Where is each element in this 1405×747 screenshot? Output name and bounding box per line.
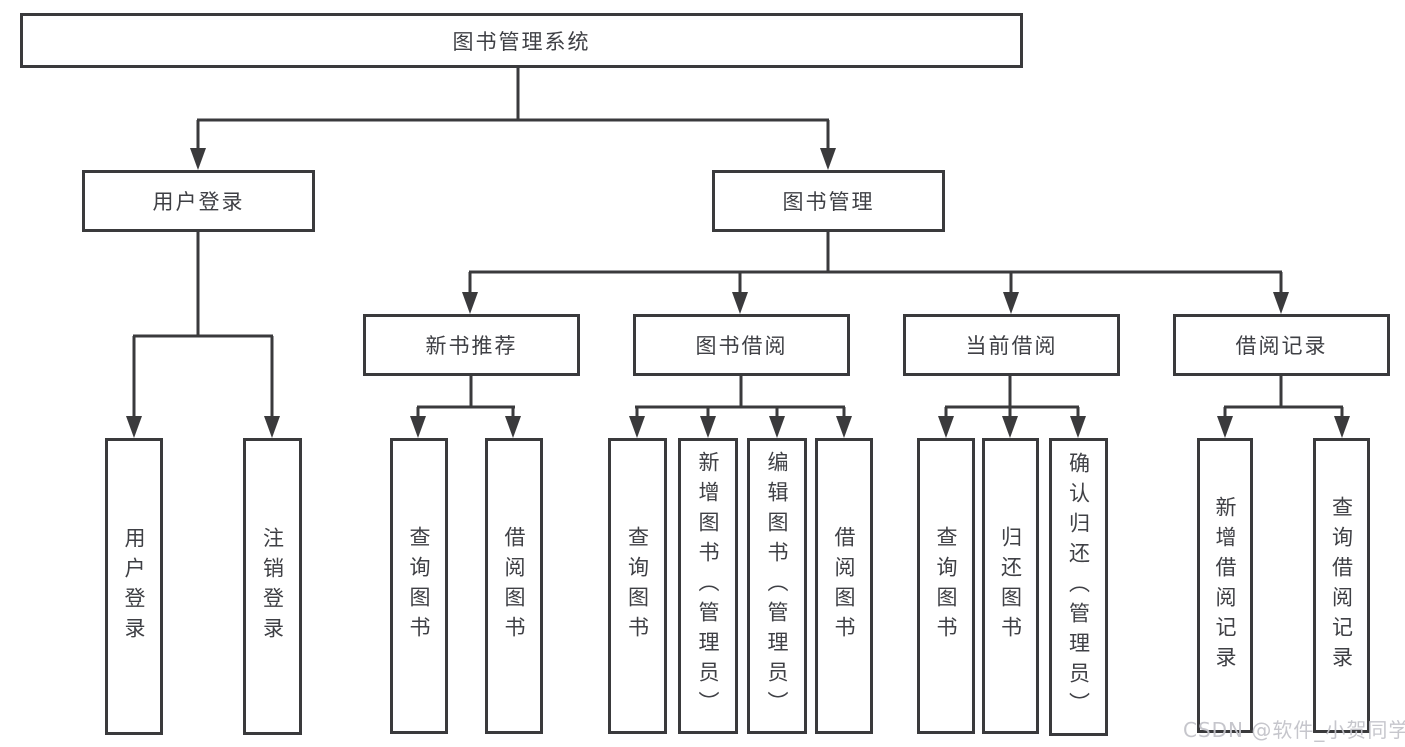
leaf-cb-return-book: 归还图书 (982, 438, 1039, 734)
leaf-cb-query-book: 查询图书 (917, 438, 975, 734)
node-user-login: 用户登录 (82, 170, 315, 232)
node-book-management-label: 图书管理 (782, 190, 875, 214)
leaf-bb-add-book: 新增图书（管理员） (678, 438, 738, 734)
node-root: 图书管理系统 (20, 13, 1023, 68)
leaf-logout: 注销登录 (243, 438, 302, 735)
leaf-cb-confirm-return: 确认归还（管理员） (1049, 438, 1108, 736)
leaf-br-query-record-label: 查询借阅记录 (1329, 495, 1354, 676)
leaf-user-login: 用户登录 (105, 438, 163, 735)
node-current-borrowing-label: 当前借阅 (965, 334, 1058, 358)
node-borrowing-records: 借阅记录 (1173, 314, 1390, 376)
node-book-management: 图书管理 (712, 170, 945, 232)
leaf-cb-confirm-return-label: 确认归还（管理员） (1066, 452, 1091, 722)
csdn-watermark: CSDN @软件_小贺同学 (1183, 718, 1405, 742)
leaf-cb-return-book-label: 归还图书 (998, 526, 1023, 646)
leaf-nr-query-book-label: 查询图书 (407, 526, 431, 646)
leaf-bb-query-book: 查询图书 (608, 438, 667, 734)
leaf-br-add-record: 新增借阅记录 (1197, 438, 1253, 733)
leaf-bb-borrow-book: 借阅图书 (815, 438, 873, 734)
leaf-br-add-record-label: 新增借阅记录 (1213, 495, 1237, 676)
node-root-label: 图书管理系统 (452, 29, 591, 54)
leaf-logout-label: 注销登录 (260, 526, 285, 647)
node-borrowing-records-label: 借阅记录 (1235, 334, 1328, 358)
leaf-bb-query-book-label: 查询图书 (625, 526, 650, 646)
leaf-bb-edit-book: 编辑图书（管理员） (747, 438, 807, 734)
leaf-nr-query-book: 查询图书 (390, 438, 448, 734)
leaf-nr-borrow-book-label: 借阅图书 (502, 526, 526, 646)
node-new-book-recommend: 新书推荐 (363, 314, 580, 376)
node-book-borrowing: 图书借阅 (633, 314, 850, 376)
leaf-user-login-label: 用户登录 (122, 526, 146, 647)
leaf-bb-edit-book-label: 编辑图书（管理员） (765, 451, 789, 721)
node-new-book-recommend-label: 新书推荐 (425, 334, 518, 358)
node-book-borrowing-label: 图书借阅 (695, 334, 788, 358)
leaf-bb-borrow-book-label: 借阅图书 (832, 526, 856, 646)
leaf-nr-borrow-book: 借阅图书 (485, 438, 543, 734)
leaf-bb-add-book-label: 新增图书（管理员） (696, 451, 720, 721)
node-user-login-label: 用户登录 (152, 190, 245, 214)
leaf-cb-query-book-label: 查询图书 (934, 526, 958, 646)
node-current-borrowing: 当前借阅 (903, 314, 1120, 376)
leaf-br-query-record: 查询借阅记录 (1313, 438, 1370, 733)
